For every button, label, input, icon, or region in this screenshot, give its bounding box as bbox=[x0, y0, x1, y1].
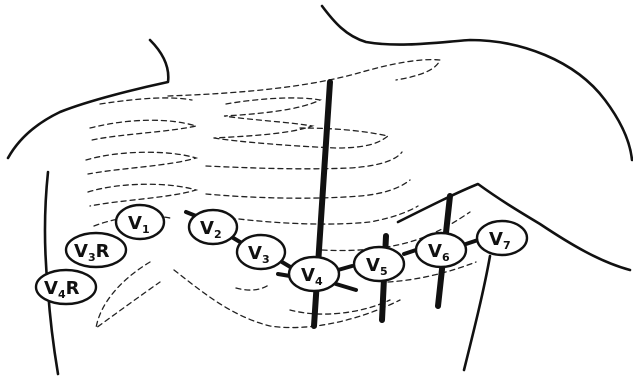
electrode-v4: V4 bbox=[287, 255, 341, 293]
svg-text:V4: V4 bbox=[301, 265, 323, 288]
rib-cage bbox=[85, 58, 477, 330]
svg-text:V7: V7 bbox=[489, 229, 511, 252]
svg-text:V2: V2 bbox=[200, 218, 222, 241]
svg-text:V1: V1 bbox=[128, 213, 150, 236]
svg-text:V5: V5 bbox=[366, 255, 388, 278]
neck-right-shoulder-line bbox=[320, 4, 633, 162]
right-arm-line bbox=[462, 254, 492, 372]
svg-text:V3R: V3R bbox=[74, 241, 110, 264]
electrode-v2: V2 bbox=[187, 208, 239, 246]
electrode-v4r: V4R bbox=[34, 268, 98, 306]
electrode-v5: V5 bbox=[352, 245, 406, 283]
neck-left-line bbox=[6, 38, 170, 160]
electrode-v1: V1 bbox=[114, 203, 166, 241]
electrode-v3: V3 bbox=[235, 233, 287, 271]
svg-text:V4R: V4R bbox=[44, 278, 80, 301]
svg-text:V6: V6 bbox=[428, 241, 450, 264]
electrode-v6: V6 bbox=[414, 231, 468, 269]
electrode-v7: V7 bbox=[475, 219, 529, 257]
svg-text:V3: V3 bbox=[248, 243, 270, 266]
electrode-v3r: V3R bbox=[64, 231, 128, 269]
right-flank-line bbox=[396, 182, 632, 272]
guide-lines bbox=[311, 79, 453, 329]
